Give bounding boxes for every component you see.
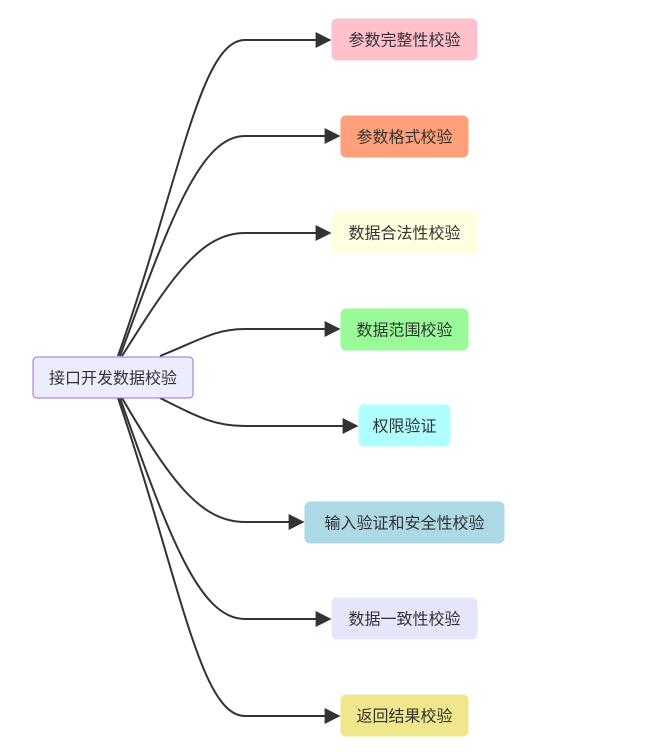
edge-to-child-1 xyxy=(117,32,332,357)
child-node-6[interactable]: 输入验证和安全性校验 xyxy=(304,501,505,544)
child-node-7-label: 数据一致性校验 xyxy=(348,610,460,629)
edge-to-child-3 xyxy=(121,225,332,357)
edge-to-child-7 xyxy=(119,397,332,627)
child-node-8-box xyxy=(340,694,469,737)
child-node-4-box xyxy=(340,308,469,351)
child-node-3-box xyxy=(331,211,478,254)
child-node-8-label: 返回结果校验 xyxy=(356,707,452,726)
child-node-5[interactable]: 权限验证 xyxy=(358,404,451,447)
edge-to-child-4 xyxy=(159,321,341,357)
child-node-2-box xyxy=(340,115,469,158)
edge-to-child-5 xyxy=(159,397,359,434)
child-node-4[interactable]: 数据范围校验 xyxy=(340,308,469,351)
child-node-1-label: 参数完整性校验 xyxy=(348,31,460,50)
child-node-8[interactable]: 返回结果校验 xyxy=(340,694,469,737)
child-node-4-label: 数据范围校验 xyxy=(356,321,452,340)
edge-to-child-8 xyxy=(117,397,341,724)
nodes-group: 接口开发数据校验 参数完整性校验 参数格式校验 数据合法性校验 数据范围校验 权… xyxy=(32,18,505,737)
child-node-2[interactable]: 参数格式校验 xyxy=(340,115,469,158)
child-node-5-box xyxy=(358,404,451,447)
child-node-7[interactable]: 数据一致性校验 xyxy=(331,597,478,640)
edges-group xyxy=(117,32,359,724)
root-node-box xyxy=(32,356,194,399)
edge-to-child-2 xyxy=(119,128,341,357)
child-node-2-label: 参数格式校验 xyxy=(356,128,452,147)
root-node-label: 接口开发数据校验 xyxy=(49,369,177,388)
child-node-3[interactable]: 数据合法性校验 xyxy=(331,211,478,254)
child-node-3-label: 数据合法性校验 xyxy=(348,224,460,243)
child-node-1[interactable]: 参数完整性校验 xyxy=(331,18,478,61)
child-node-7-box xyxy=(331,597,478,640)
child-node-1-box xyxy=(331,18,478,61)
child-node-5-label: 权限验证 xyxy=(372,417,436,436)
root-node[interactable]: 接口开发数据校验 xyxy=(32,356,194,399)
child-node-6-box xyxy=(304,501,505,544)
child-node-6-label: 输入验证和安全性校验 xyxy=(324,514,484,533)
edge-to-child-6 xyxy=(121,397,305,530)
